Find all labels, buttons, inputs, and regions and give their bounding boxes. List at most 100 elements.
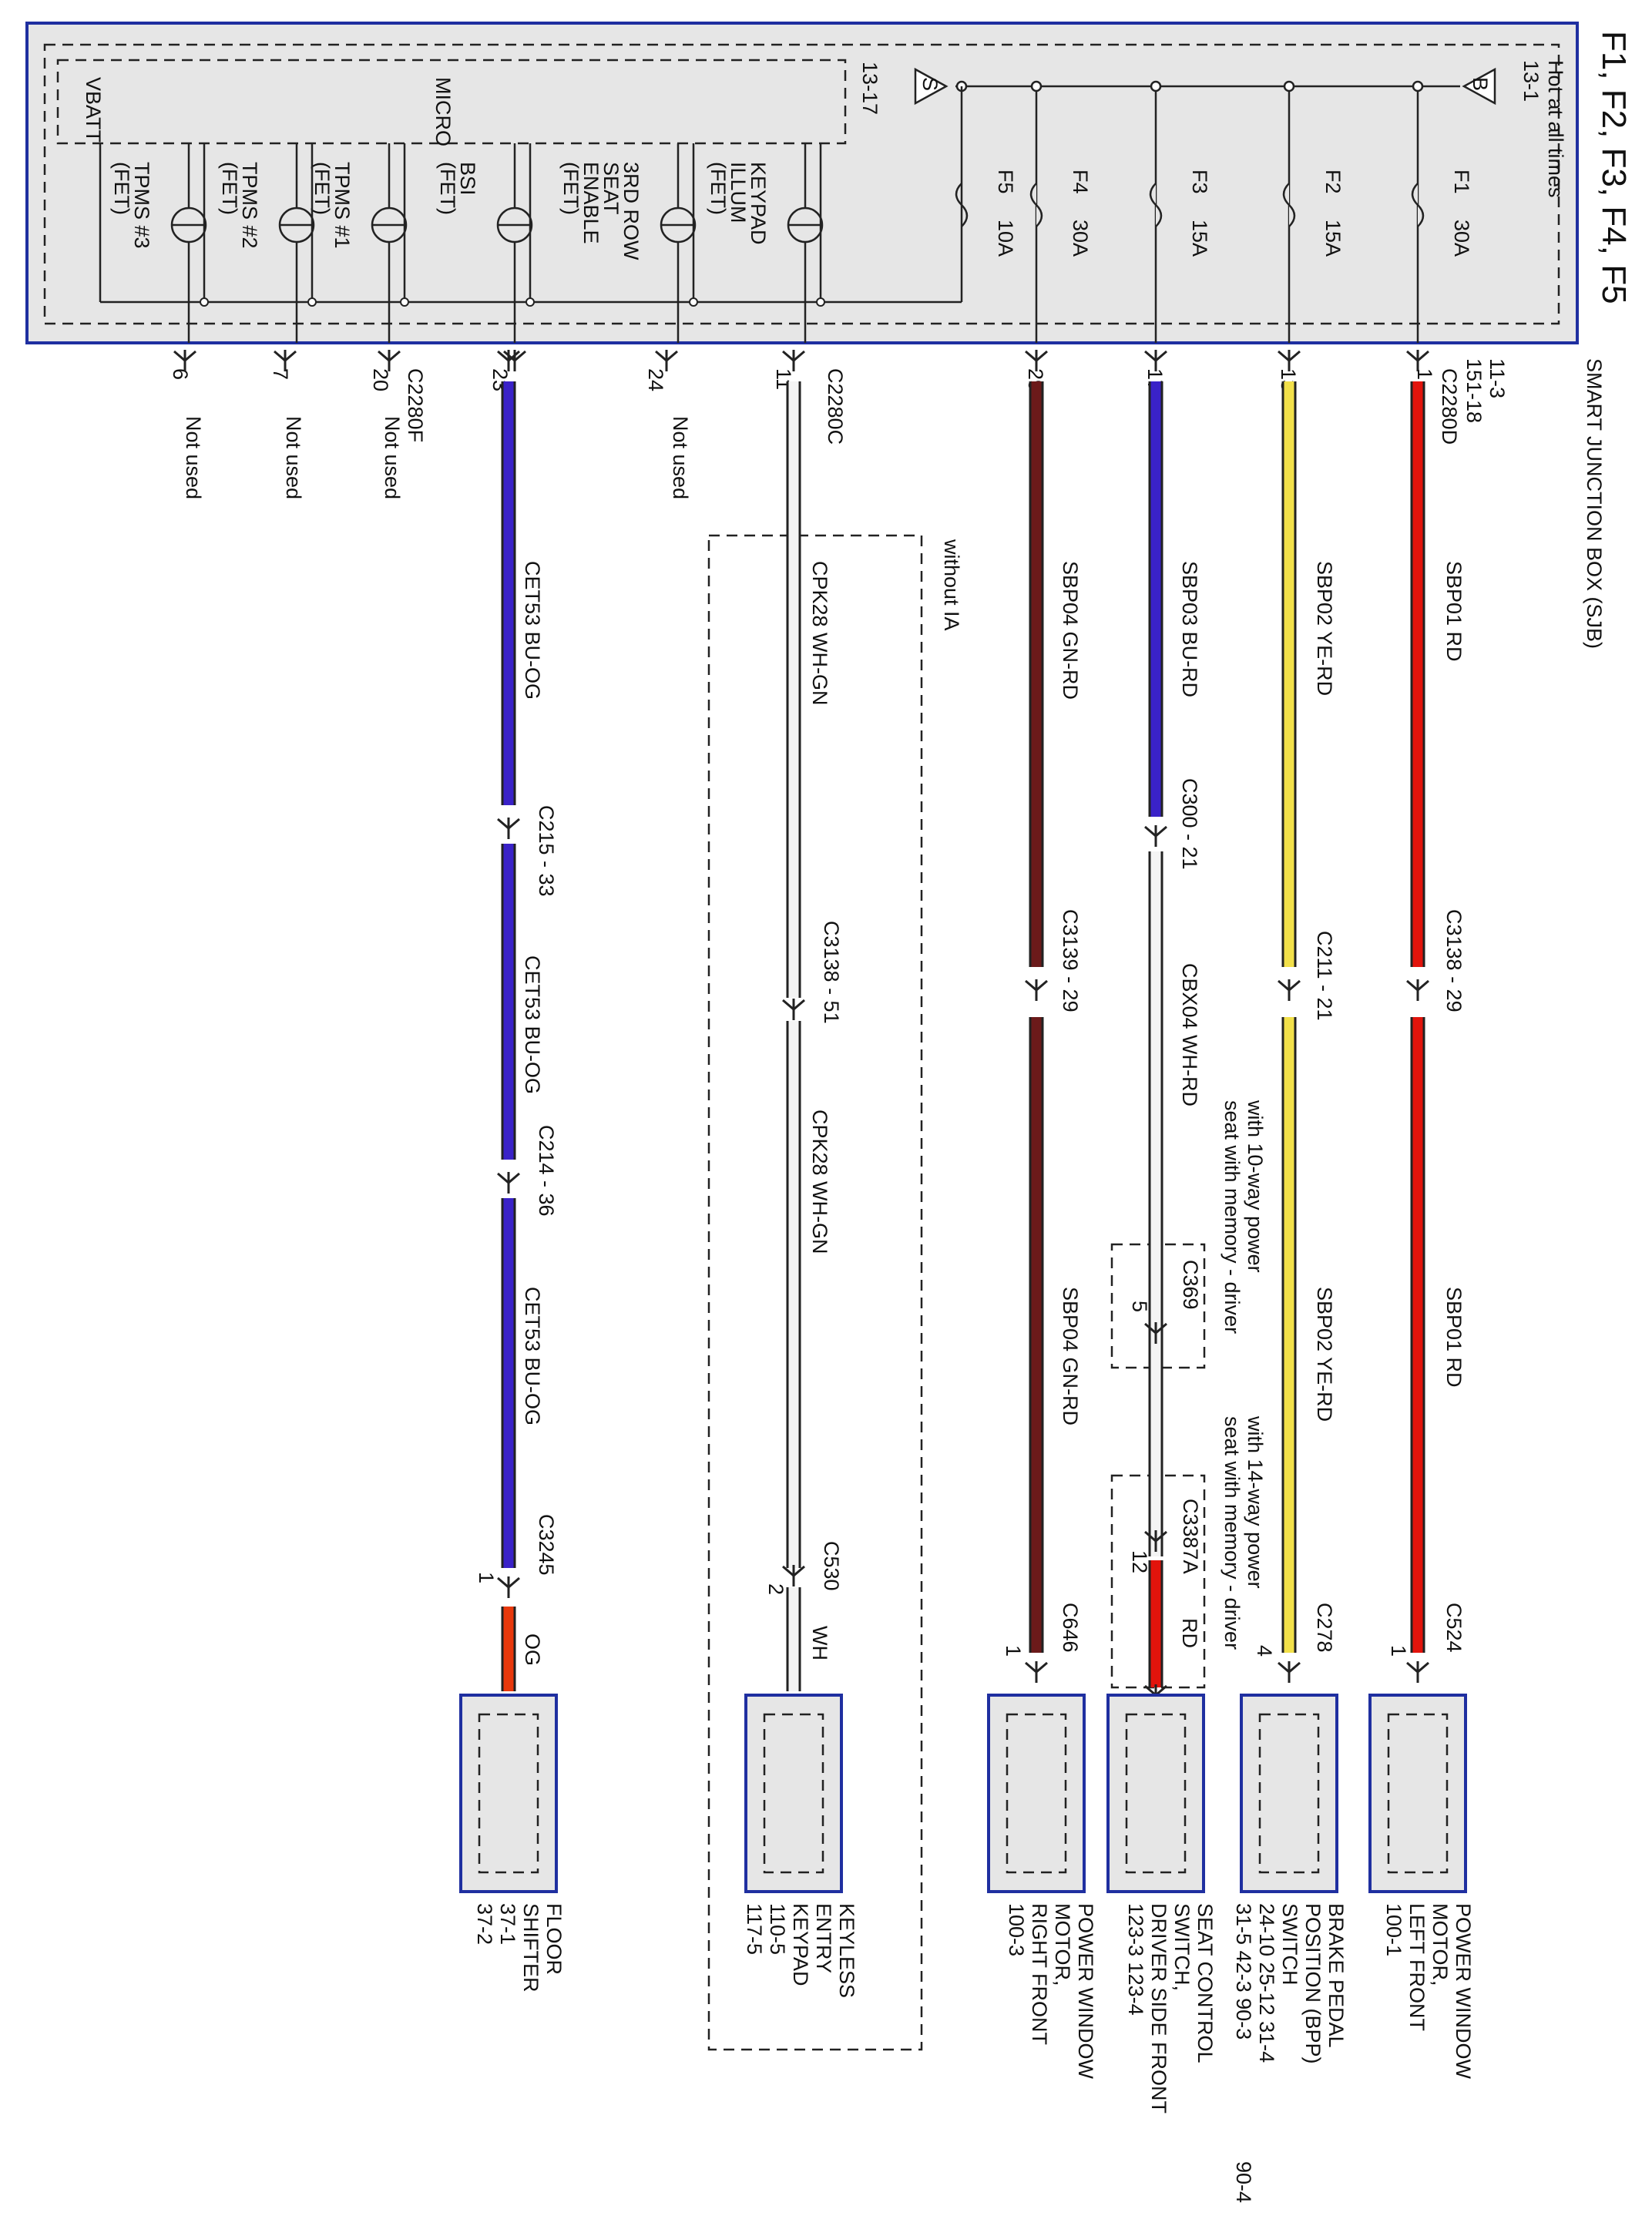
wire-label-sbp01-b: SBP01 RD [1442, 1287, 1466, 1388]
s-tag: S [918, 77, 942, 91]
connector-arrow-stub [655, 350, 678, 371]
pin-24: 24 [644, 368, 667, 391]
component-name-keypad: KEYLESS [835, 1903, 858, 1998]
hot-ref: 13-1 [1519, 60, 1543, 102]
wire-group [173, 350, 1429, 1706]
smart-junction-box: MICRO VBATT 13-17 B S Hot at all times 1… [25, 22, 1579, 344]
connector-arrow-c3138 [1406, 979, 1429, 1001]
fuse-amps: 10A [994, 220, 1017, 257]
component-box [1368, 1694, 1467, 1893]
micro-ref: 13-17 [858, 62, 881, 115]
bus-node [1283, 80, 1295, 92]
component-ref-bpp-1: 24-10 25-12 31-4 [1255, 1903, 1278, 2063]
without-ia-box [707, 534, 923, 2051]
connector-arrow-c300 [1144, 825, 1167, 847]
component-ref-shifter-1: 37-1 [496, 1903, 519, 1945]
wire-label-rd: RD [1178, 1618, 1201, 1648]
fet-label: (FET) [218, 162, 241, 215]
sjb-ref-2: 151-18 [1462, 358, 1486, 423]
component-name-seat-switch: SEAT CONTROL [1194, 1903, 1217, 2063]
fuse-icon [1149, 183, 1163, 227]
component-name-left-window-2: MOTOR, [1429, 1903, 1452, 1986]
component-box [1240, 1694, 1338, 1893]
fet-label: (FET) [110, 162, 133, 215]
fet-label: TPMS #3 [130, 162, 153, 249]
connector-c2280c: C2280C [824, 368, 847, 445]
connector-arrow-29 [1025, 350, 1048, 371]
pin-7: 7 [269, 368, 292, 380]
wire-label-sbp04-a: SBP04 GN-RD [1059, 561, 1082, 700]
fet-label: KEYPAD [747, 162, 770, 245]
component-name-right-window-2: MOTOR, [1051, 1903, 1074, 1986]
component-box [744, 1694, 843, 1893]
component-name-keypad-3: KEYPAD [789, 1903, 812, 1986]
component-box [1106, 1694, 1205, 1893]
fuse-amps: 15A [1188, 220, 1211, 257]
component-connector-c646: C646 [1059, 1603, 1082, 1653]
component-box [459, 1694, 558, 1893]
connector-arrow-c369 [1144, 1322, 1167, 1344]
wire-label-sbp04-b: SBP04 GN-RD [1059, 1287, 1082, 1425]
fuse-id: F4 [1069, 170, 1092, 194]
connector-arrow-c524 [1406, 1661, 1429, 1683]
fet-label: BSI [456, 162, 479, 196]
component-pin-c530: 2 [764, 1583, 787, 1595]
not-used-24: Not used [669, 416, 692, 499]
fuse-icon [1411, 183, 1425, 227]
component-pin-c278: 4 [1253, 1645, 1276, 1657]
fourteen-way-note-2: seat with memory - driver [1221, 1416, 1244, 1650]
component-ref-seat-switch: 123-3 123-4 [1124, 1903, 1147, 2016]
fet-ground-node [816, 297, 825, 307]
vbatt-label: VBATT [82, 77, 105, 143]
component-ref-keypad-2: 117-5 [743, 1903, 766, 1955]
hot-label: Hot at all times [1544, 60, 1567, 198]
pin-6: 6 [169, 368, 192, 380]
b-tag: B [1469, 77, 1492, 91]
wire-label-cpk28-a: CPK28 WH-GN [808, 561, 831, 706]
bus-node [1150, 80, 1162, 92]
wire-label-sbp02-b: SBP02 YE-RD [1313, 1287, 1336, 1422]
component-group [459, 1694, 1467, 1893]
fet-label: (FET) [707, 162, 730, 215]
s-tag-triangle [914, 67, 949, 106]
wire-label-sbp01-a: SBP01 RD [1442, 561, 1466, 662]
component-connector-c278: C278 [1313, 1603, 1336, 1653]
component-name-right-window-3: RIGHT FRONT [1028, 1903, 1051, 2045]
component-box [987, 1694, 1086, 1893]
connector-arrow-17 [1144, 350, 1167, 371]
inline-c3139-29: C3139 - 29 [1059, 909, 1082, 1012]
component-name-bpp: BRAKE PEDAL [1325, 1903, 1348, 2048]
component-name-keypad-2: ENTRY [812, 1903, 835, 1973]
wire-label-wh: WH [808, 1626, 831, 1660]
fuse-amps: 15A [1321, 220, 1345, 257]
connector-arrow-c3245 [497, 1576, 520, 1598]
micro-label: MICRO [431, 77, 455, 146]
b-tag-triangle [1462, 67, 1496, 106]
component-pin-c524: 1 [1387, 1645, 1410, 1657]
wire-label-cpk28-b: CPK28 WH-GN [808, 1110, 831, 1254]
component-name-bpp-3: SWITCH [1278, 1903, 1301, 1985]
connector-arrow-13 [1278, 350, 1301, 371]
wire-label-cet53-c: CET53 BU-OG [521, 1287, 544, 1425]
fet-label: (FET) [436, 162, 459, 215]
fet-ground-node [200, 297, 209, 307]
component-name-left-window-3: LEFT FRONT [1405, 1903, 1429, 2031]
component-name-left-window: POWER WINDOW [1452, 1903, 1475, 2079]
fet-label: TPMS #1 [331, 162, 354, 249]
wire-label-sbp02-a: SBP02 YE-RD [1313, 561, 1336, 696]
micro-module [56, 59, 847, 145]
fet-ground-node [400, 297, 409, 307]
pin-20: 20 [369, 368, 392, 391]
component-ref-bpp-3: 90-4 [1232, 2161, 1255, 2203]
inline-c3138-51: C3138 - 51 [820, 921, 843, 1024]
fourteen-way-note-1: with 14-way power [1244, 1415, 1267, 1589]
fet-ground-node [307, 297, 317, 307]
fuse-icon [1282, 183, 1296, 227]
connector-arrow-c2280d [1406, 350, 1429, 371]
not-used-6: Not used [182, 416, 205, 499]
connector-arrow-stub [378, 350, 401, 371]
wire-label-sbp03: SBP03 BU-RD [1178, 561, 1201, 697]
inline-c3387a: C3387A [1179, 1499, 1202, 1574]
component-ref-left-window: 100-1 [1382, 1903, 1405, 1956]
